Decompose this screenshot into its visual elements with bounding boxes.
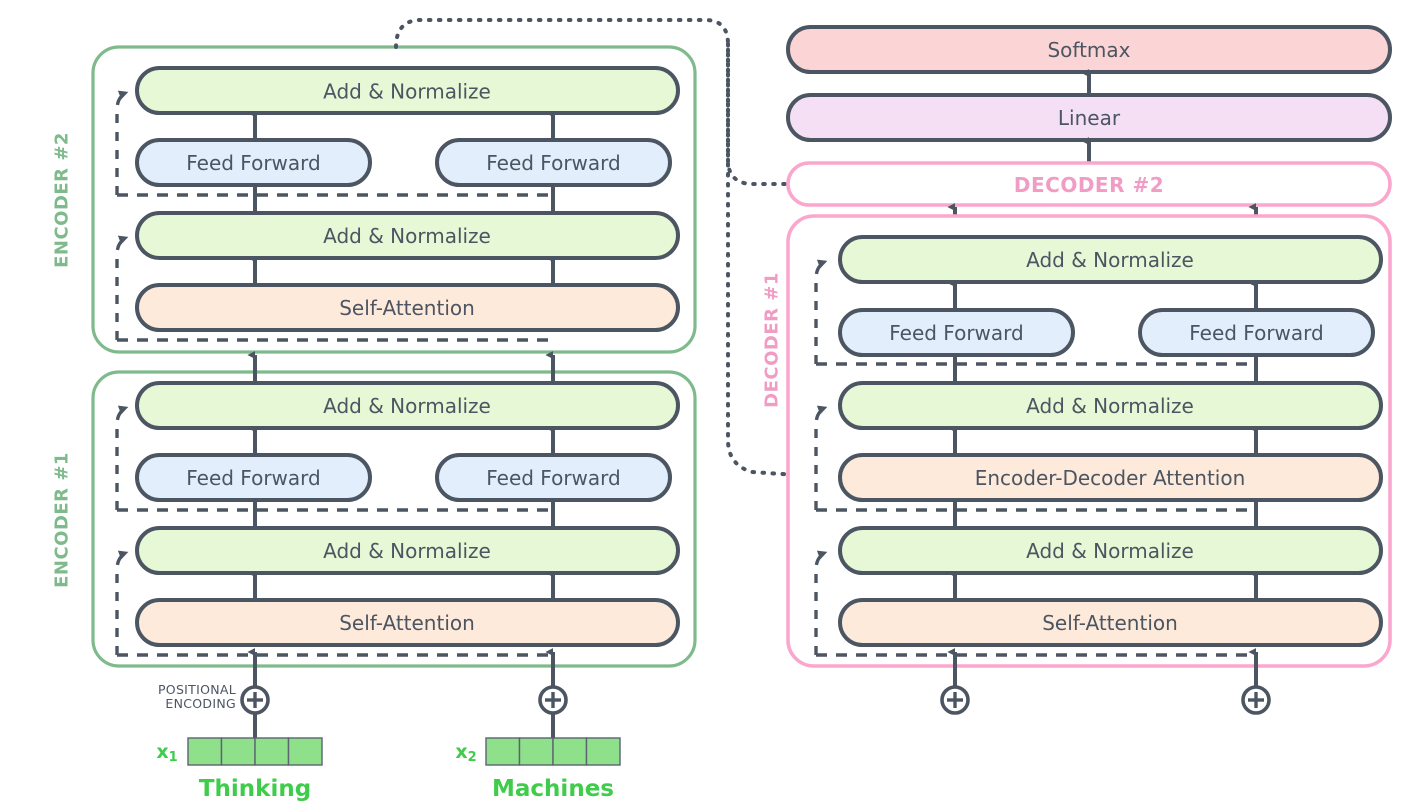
encoder1-self-attention-label: Self-Attention bbox=[339, 611, 475, 635]
decoder-block-2: DECODER #2 bbox=[786, 161, 1392, 207]
decoder-block-1: DECODER #1 Add & Normalize Feed Forward … bbox=[762, 214, 1392, 668]
encoder2-add-normalize-bottom-label: Add & Normalize bbox=[323, 224, 491, 248]
decoder1-feed-forward-right[interactable] bbox=[1138, 308, 1375, 357]
decoder1-add-normalize-top[interactable] bbox=[838, 235, 1383, 284]
encoder2-feed-forward-left[interactable] bbox=[135, 138, 372, 187]
encoder2-feed-forward-right-label: Feed Forward bbox=[486, 151, 621, 175]
residual-dashed-1 bbox=[115, 235, 129, 340]
encoder2-feed-forward-right[interactable] bbox=[435, 138, 672, 187]
decoder1-add-normalize-bottom[interactable] bbox=[838, 526, 1383, 575]
encoder-1-stack-label: ENCODER #1 bbox=[52, 452, 73, 588]
positional-encoding-label-line1: POSITIONAL bbox=[158, 682, 236, 697]
embedding-vector-1 bbox=[187, 737, 323, 766]
encoder-1-container bbox=[91, 370, 697, 668]
decoder1-add-normalize-top-label: Add & Normalize bbox=[1026, 248, 1194, 272]
embedding-1-symbol: x1 bbox=[156, 741, 177, 765]
input-embeddings: POSITIONAL ENCODING x1 Thinking x2 Machi… bbox=[156, 648, 621, 802]
decoder1-feed-forward-right-label: Feed Forward bbox=[1189, 321, 1324, 345]
embedding-2-symbol: x2 bbox=[455, 741, 476, 765]
encoder-block-1: ENCODER #1 Add & Normalize Feed Forward … bbox=[52, 351, 697, 668]
residual-dashed-2 bbox=[115, 90, 129, 195]
encoder1-feed-forward-left[interactable] bbox=[135, 453, 372, 502]
encoder1-feed-forward-right[interactable] bbox=[435, 453, 672, 502]
dotted-connector-to-decoder2 bbox=[394, 18, 814, 190]
decoder-2-container[interactable] bbox=[786, 161, 1392, 207]
decoder1-encoder-decoder-attention[interactable] bbox=[838, 453, 1383, 502]
decoder1-add-normalize-bottom-label: Add & Normalize bbox=[1026, 539, 1194, 563]
decoder1-self-attention-label: Self-Attention bbox=[1042, 611, 1178, 635]
dec-residual-dashed-1 bbox=[814, 550, 828, 655]
positional-encoding-plus-1 bbox=[240, 685, 270, 715]
decoder1-feed-forward-left-label: Feed Forward bbox=[889, 321, 1024, 345]
embedding-vector-2 bbox=[485, 737, 621, 766]
encoder1-add-normalize-bottom[interactable] bbox=[135, 526, 680, 575]
positional-encoding-label-line2: ENCODING bbox=[165, 696, 236, 711]
positional-encoding-plus-2 bbox=[538, 685, 568, 715]
decoder-inputs bbox=[940, 648, 1271, 715]
encoder2-add-normalize-top[interactable] bbox=[135, 66, 680, 115]
encoder2-feed-forward-left-label: Feed Forward bbox=[186, 151, 321, 175]
decoder-positional-encoding-plus-2 bbox=[1241, 685, 1271, 715]
encoder-2-stack-label: ENCODER #2 bbox=[52, 132, 73, 268]
decoder1-add-normalize-mid-label: Add & Normalize bbox=[1026, 394, 1194, 418]
linear-layer: Linear bbox=[786, 93, 1392, 142]
encoder2-self-attention[interactable] bbox=[135, 283, 680, 332]
decoder1-self-attention[interactable] bbox=[838, 598, 1383, 647]
decoder1-add-normalize-mid[interactable] bbox=[838, 381, 1383, 430]
decoder1-encoder-decoder-attention-label: Encoder-Decoder Attention bbox=[975, 466, 1246, 490]
residual-dashed-4 bbox=[115, 405, 129, 510]
dotted-connector-to-encdec-attention bbox=[726, 42, 814, 481]
softmax-label: Softmax bbox=[1047, 38, 1130, 62]
encoder2-add-normalize-top-label: Add & Normalize bbox=[323, 80, 491, 104]
encoder1-self-attention[interactable] bbox=[135, 598, 680, 647]
decoder1-feed-forward-left[interactable] bbox=[838, 308, 1075, 357]
dec-residual-dashed-3 bbox=[814, 259, 828, 364]
encoder2-self-attention-label: Self-Attention bbox=[339, 296, 475, 320]
decoder-2-label: DECODER #2 bbox=[1014, 173, 1164, 197]
encoder1-feed-forward-left-label: Feed Forward bbox=[186, 466, 321, 490]
input-word-1: Thinking bbox=[199, 776, 311, 802]
softmax-layer: Softmax bbox=[786, 25, 1392, 74]
encoder1-feed-forward-right-label: Feed Forward bbox=[486, 466, 621, 490]
decoder-positional-encoding-plus-1 bbox=[940, 685, 970, 715]
encoder1-add-normalize-top-label: Add & Normalize bbox=[323, 394, 491, 418]
encoder-block-2: ENCODER #2 Add & Normalize Feed Forward … bbox=[52, 45, 697, 354]
encoder-decoder-connectors bbox=[394, 18, 814, 481]
linear-label: Linear bbox=[1058, 106, 1121, 130]
input-word-2: Machines bbox=[492, 776, 614, 802]
dec-residual-dashed-2 bbox=[814, 405, 828, 510]
encoder1-add-normalize-top[interactable] bbox=[135, 381, 680, 430]
encoder1-add-normalize-bottom-label: Add & Normalize bbox=[323, 539, 491, 563]
decoder-1-stack-label: DECODER #1 bbox=[762, 272, 783, 408]
encoder2-add-normalize-bottom[interactable] bbox=[135, 211, 680, 260]
residual-dashed-3 bbox=[115, 550, 129, 655]
